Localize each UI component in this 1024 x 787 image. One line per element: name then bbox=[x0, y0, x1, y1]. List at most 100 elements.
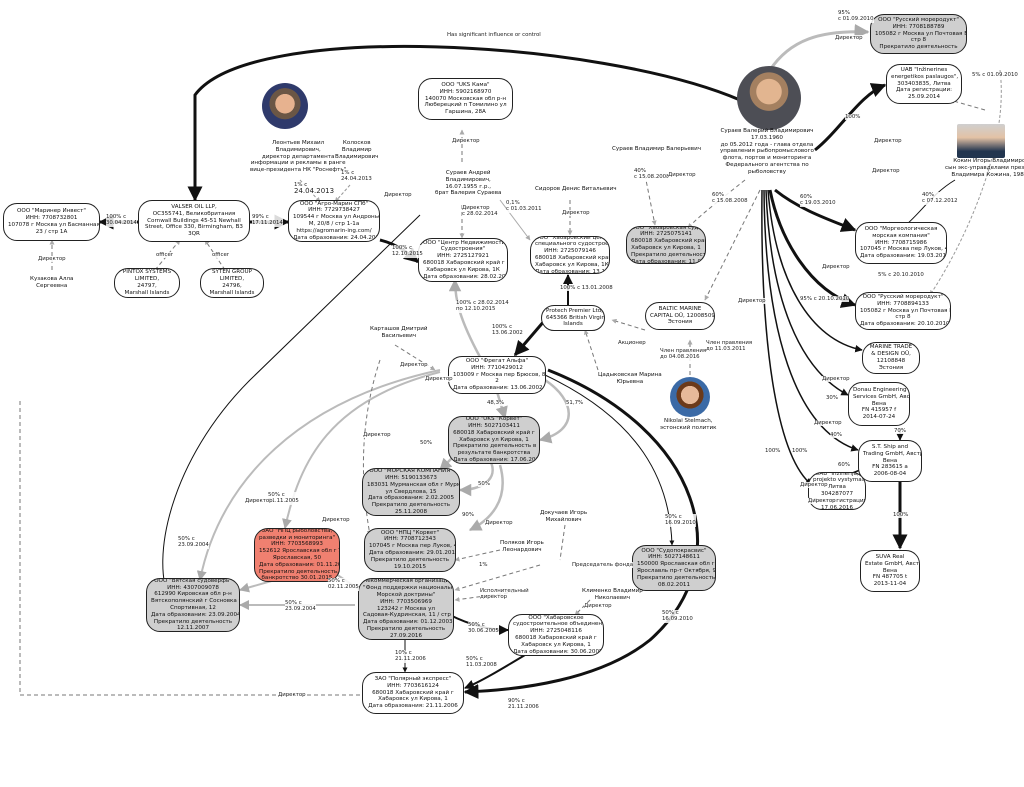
text-line: Клименко Владимир bbox=[582, 588, 643, 594]
text-line: флота, портов и мониторинга bbox=[722, 155, 812, 162]
text-line: 100% с 13.01.2008 bbox=[560, 285, 613, 291]
text-line: Trading GmbH, Австрия, bbox=[863, 450, 921, 457]
label-director-kolosov: Директор bbox=[384, 192, 412, 199]
label-director-uab: Директор bbox=[874, 138, 902, 145]
text-line: Вена bbox=[882, 457, 898, 464]
text-line: 17.11.2014 bbox=[252, 220, 283, 227]
text-line: Дата образования: 01.12.2003 bbox=[363, 619, 453, 626]
text-line: Хабаровск ул Кирова, 1К bbox=[535, 261, 609, 268]
text-line: VALSER OIL LLP, bbox=[171, 204, 217, 210]
text-line: Ярославль пр-т Октября, 94А bbox=[637, 568, 716, 574]
label-director-vladimir: Директор bbox=[668, 172, 696, 179]
text-line: до 05.2012 года - глава отдела bbox=[720, 141, 814, 148]
node-protech[interactable]: Protech Premier Ltd,645366 British Virgi… bbox=[541, 305, 605, 331]
label-director-st: Директор bbox=[800, 482, 828, 489]
label-90: 90% bbox=[462, 512, 474, 519]
node-fond[interactable]: Некоммерческая организация"Фонд поддержк… bbox=[358, 578, 454, 640]
text-line: 10% с bbox=[395, 650, 412, 656]
text-line: https://agromarin-ing.com/ bbox=[296, 227, 372, 234]
node-npts-rybolovstva[interactable]: ЗАО "НПЦ рыболовства,разведки и монитори… bbox=[254, 528, 340, 582]
text-line: ИНН: 7708188789 bbox=[892, 23, 945, 30]
text-line: ИНН: 7703616124 bbox=[387, 682, 439, 689]
text-line: OC355741, Великобритания bbox=[152, 210, 236, 217]
text-line: Садовая-Кудринская, 11 / стр 1 bbox=[363, 612, 454, 619]
text-line: 107045 г Москва пер Луков, 4 bbox=[860, 246, 947, 253]
text-line: 17.03.1960 bbox=[750, 134, 783, 141]
text-line: 50% с bbox=[268, 492, 285, 498]
text-line: Колосков bbox=[342, 140, 371, 146]
text-line: ИНН: 4307009078 bbox=[167, 584, 219, 591]
text-line: ИНН: 7708715986 bbox=[875, 239, 927, 246]
text-line: ООО "Судопокрасвис" bbox=[641, 547, 707, 554]
text-line: 13.06.2002 bbox=[492, 330, 523, 337]
text-line: 103009 г Москва пер Брюсов, 8/10 / bbox=[453, 371, 546, 378]
label-director-fond: Директор bbox=[363, 432, 391, 439]
label-director-polyarny: Директор bbox=[278, 692, 306, 699]
label-50-morskaya: 50% bbox=[420, 440, 432, 447]
text-line: ООО "Русский мореродукт" bbox=[878, 17, 959, 24]
text-line: 25.11.2008 bbox=[394, 509, 428, 515]
text-line: CAPITAL OÜ, 12008509, bbox=[650, 312, 715, 319]
text-line: Прекратило деятельность bbox=[366, 626, 446, 632]
text-line: разведки и мониторинга" bbox=[259, 534, 336, 541]
text-line: 680018 Хабаровский край г bbox=[372, 689, 454, 696]
text-line: 02.11.2005 bbox=[328, 584, 359, 591]
label-director-kartashov: Директор bbox=[400, 362, 428, 369]
label-48: 48,3% bbox=[487, 400, 505, 407]
kokin-photo bbox=[957, 124, 1005, 158]
text-line: Прекратило деятельность bbox=[879, 44, 958, 51]
text-line: Nikolai Stelmach, bbox=[664, 418, 713, 424]
text-line: Дата образования: 23.09.2004 bbox=[151, 611, 240, 618]
text-line: MARINE TRADE bbox=[869, 344, 913, 351]
text-line: управления рыбопромыслового bbox=[720, 148, 814, 155]
text-line: 60% bbox=[712, 192, 724, 198]
text-line: рыболовству bbox=[747, 168, 787, 175]
label-100-donau: 100% bbox=[765, 448, 781, 455]
text-line: 23.09.2004 bbox=[178, 542, 209, 549]
text-line: директор bbox=[480, 594, 508, 601]
text-line: energetikos paslaugos", bbox=[891, 73, 959, 80]
text-line: 23.09.2004 bbox=[285, 606, 316, 613]
text-line: ИНН: 7708712343 bbox=[384, 536, 436, 543]
node-khab-sudoverf[interactable]: ООО "Хабаровская судоверфь"ИНН: 27250751… bbox=[626, 226, 706, 264]
edge-chairman bbox=[454, 564, 541, 592]
text-line: Сергеевна bbox=[36, 282, 68, 289]
text-line: ИНН: 2725048116 bbox=[530, 628, 582, 635]
text-line: Дата образования: 19.03.2010 bbox=[860, 253, 947, 260]
text-line: 100% с 28.02.2014 bbox=[456, 300, 509, 306]
edge-rusmore-uab5 bbox=[929, 69, 1002, 296]
